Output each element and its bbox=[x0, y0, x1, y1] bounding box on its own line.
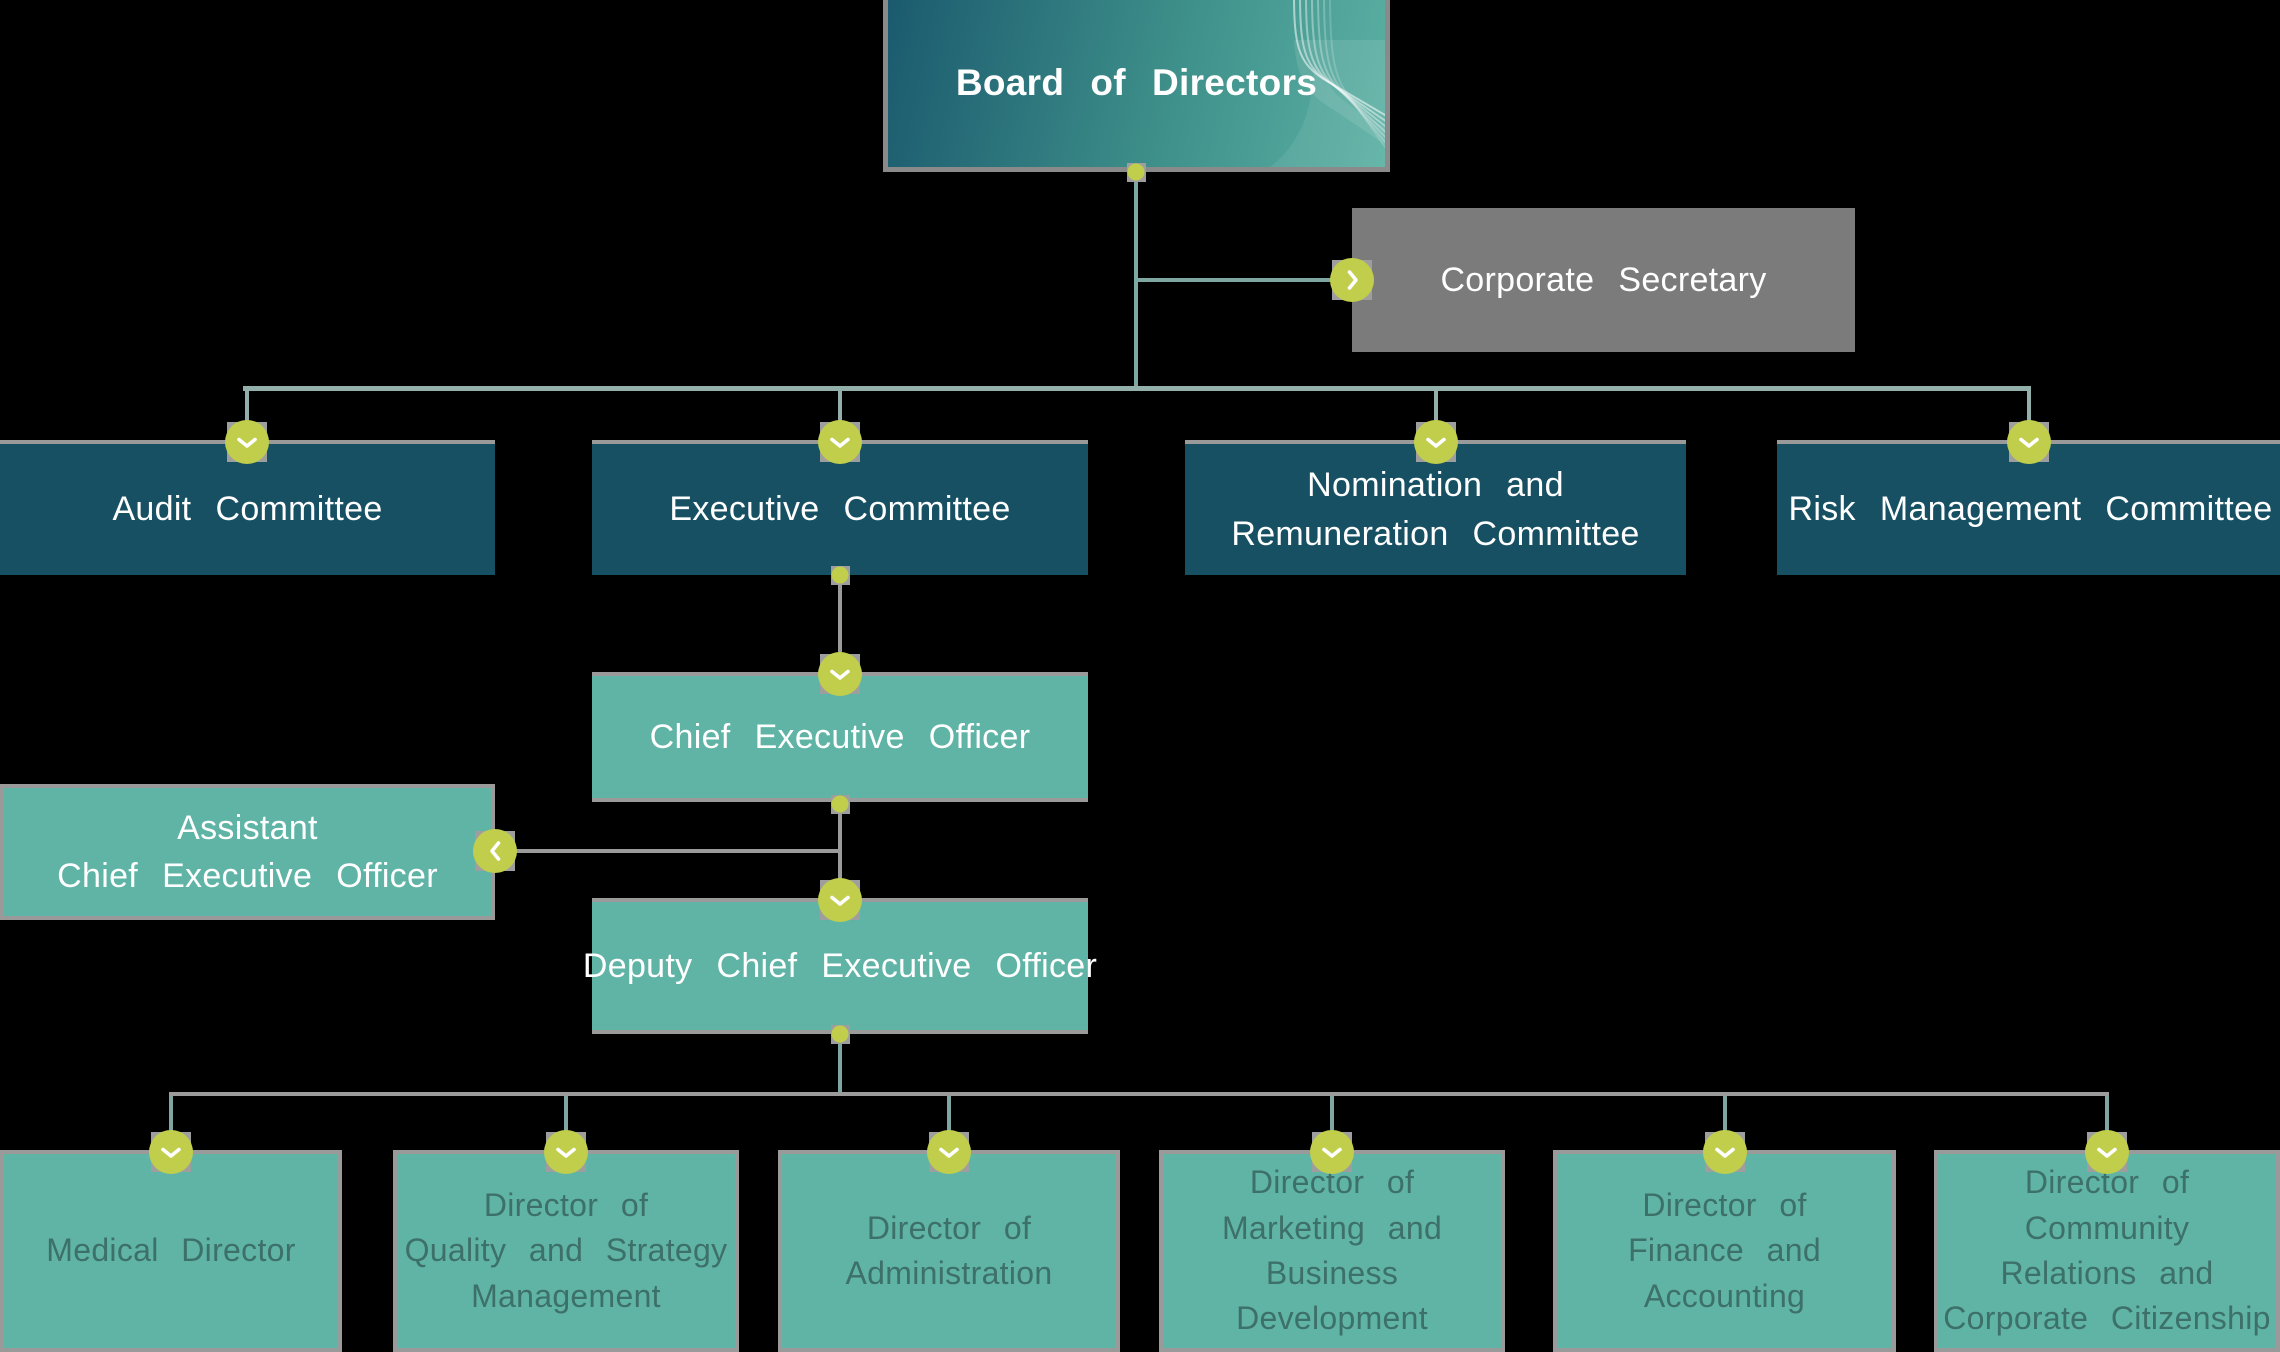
node-director-administration: Director of Administration bbox=[778, 1150, 1120, 1352]
connector-dot bbox=[830, 1024, 850, 1044]
node-label-line: Remuneration Committee bbox=[1231, 514, 1640, 553]
chevron-down-icon bbox=[818, 652, 862, 696]
node-director-quality-strategy: Director of Quality and Strategy Managem… bbox=[393, 1150, 739, 1352]
chevron-down-node bbox=[818, 652, 862, 696]
connector-stub-community bbox=[2105, 1096, 2109, 1152]
connector-stub-marketing bbox=[1330, 1096, 1334, 1152]
connector-stub-medical bbox=[169, 1096, 173, 1152]
connector-deputy-to-bottom bbox=[838, 1034, 842, 1095]
chevron-left-icon bbox=[473, 829, 517, 873]
node-label-line: Management bbox=[471, 1277, 661, 1314]
connector-drop-risk bbox=[2027, 391, 2031, 442]
node-director-finance-accounting: Director of Finance and Accounting bbox=[1553, 1150, 1896, 1352]
node-board-of-directors: Board of Directors bbox=[883, 0, 1390, 172]
node-label-line: Director of bbox=[1642, 1186, 1807, 1223]
node-label-line: Assistant bbox=[177, 808, 318, 847]
chevron-down-icon bbox=[225, 420, 269, 464]
chevron-down-node bbox=[2085, 1130, 2129, 1174]
connector-stub-quality bbox=[564, 1096, 568, 1152]
chevron-down-node bbox=[149, 1130, 193, 1174]
chevron-down-node bbox=[225, 420, 269, 464]
node-label: Medical Director bbox=[46, 1232, 296, 1269]
node-label-line: Director of bbox=[483, 1186, 649, 1223]
chevron-down-node bbox=[1703, 1130, 1747, 1174]
chevron-down-icon bbox=[1414, 420, 1458, 464]
chevron-down-node bbox=[1414, 420, 1458, 464]
node-director-marketing-business: Director of Marketing and Business Devel… bbox=[1159, 1150, 1505, 1352]
node-label: Corporate Secretary bbox=[1440, 260, 1767, 299]
connector-corporate-secretary bbox=[1134, 278, 1352, 282]
chevron-left-node bbox=[473, 829, 517, 873]
connector-stub-finance bbox=[1723, 1096, 1727, 1152]
chevron-right-icon bbox=[1330, 258, 1374, 302]
chevron-down-icon bbox=[1703, 1130, 1747, 1174]
connector-drop-nomination bbox=[1434, 391, 1438, 442]
node-executive-committee: Executive Committee bbox=[592, 440, 1088, 575]
node-corporate-secretary: Corporate Secretary bbox=[1352, 208, 1855, 352]
connector-dot bbox=[830, 565, 850, 585]
node-label-line: Business Development bbox=[1236, 1255, 1428, 1337]
connector-ceo-to-deputy bbox=[838, 804, 842, 900]
chevron-down-icon bbox=[927, 1130, 971, 1174]
chevron-down-icon bbox=[1310, 1130, 1354, 1174]
connector-stub-administration bbox=[947, 1096, 951, 1152]
node-director-community-relations: Director of Community Relations and Corp… bbox=[1934, 1150, 2280, 1352]
chevron-down-node bbox=[544, 1130, 588, 1174]
chevron-down-icon bbox=[2007, 420, 2051, 464]
node-label-line: Finance and Accounting bbox=[1628, 1232, 1821, 1314]
connector-dot bbox=[830, 794, 850, 814]
node-label: Executive Committee bbox=[669, 490, 1011, 529]
chevron-down-node bbox=[2007, 420, 2051, 464]
connector-drop-audit bbox=[245, 391, 249, 442]
node-label-line: Administration bbox=[845, 1255, 1053, 1291]
connector-executive-to-ceo bbox=[838, 575, 842, 674]
chevron-down-icon bbox=[818, 878, 862, 922]
corner-swoosh-icon bbox=[1270, 0, 1385, 167]
chevron-down-node bbox=[1310, 1130, 1354, 1174]
chevron-down-icon bbox=[818, 420, 862, 464]
node-label: Board of Directors bbox=[955, 62, 1318, 104]
node-label: Deputy Chief Executive Officer bbox=[582, 946, 1098, 985]
chevron-right-node bbox=[1330, 258, 1374, 302]
connector-bottom-horizontal bbox=[169, 1092, 2109, 1096]
chevron-down-node bbox=[818, 420, 862, 464]
connector-committee-horizontal bbox=[243, 386, 2031, 391]
chevron-down-node bbox=[818, 878, 862, 922]
chevron-down-icon bbox=[149, 1130, 193, 1174]
connector-drop-executive bbox=[838, 391, 842, 442]
node-label-line: Quality and Strategy bbox=[404, 1232, 728, 1269]
node-label-line: Chief Executive Officer bbox=[57, 857, 438, 895]
connector-dot bbox=[1126, 162, 1146, 182]
node-label: Chief Executive Officer bbox=[649, 717, 1031, 756]
node-label-line: Nomination and bbox=[1307, 466, 1564, 505]
node-label: Audit Committee bbox=[112, 490, 383, 529]
node-label-line: Relations and bbox=[2000, 1255, 2214, 1291]
node-label-line: Corporate Citizenship bbox=[1943, 1300, 2271, 1337]
connector-assistant-horizontal bbox=[495, 849, 840, 853]
node-assistant-chief-executive-officer: Assistant Chief Executive Officer bbox=[0, 784, 495, 920]
node-medical-director: Medical Director bbox=[0, 1150, 342, 1352]
chevron-down-icon bbox=[2085, 1130, 2129, 1174]
node-label-line: Marketing and bbox=[1221, 1209, 1443, 1246]
chevron-down-node bbox=[927, 1130, 971, 1174]
node-label-line: Director of bbox=[866, 1209, 1032, 1246]
chevron-down-icon bbox=[544, 1130, 588, 1174]
node-label: Risk Management Committee bbox=[1788, 490, 2273, 529]
